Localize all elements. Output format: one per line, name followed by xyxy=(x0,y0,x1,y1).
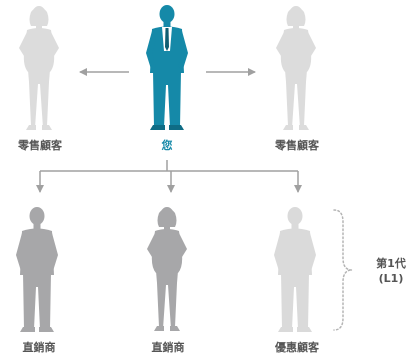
generation-label-line2: (L1) xyxy=(378,272,404,285)
generation-bracket xyxy=(333,209,353,331)
you-label: 您 xyxy=(161,139,173,152)
preferred-customer-figure xyxy=(274,207,316,332)
retail-customer-left-figure xyxy=(19,6,59,130)
generation-label: 第1代 (L1) xyxy=(368,256,414,286)
preferred-customer-label: 優惠顧客 xyxy=(275,341,319,354)
downline-connector xyxy=(36,160,302,193)
generation-label-line1: 第1代 xyxy=(376,257,406,270)
distributor-center-label: 直銷商 xyxy=(151,341,185,354)
retail-customer-right-figure xyxy=(276,6,316,130)
distributor-left-figure xyxy=(16,207,58,332)
you-figure xyxy=(146,5,188,130)
distributor-center-figure xyxy=(147,207,187,331)
retail-customer-left-label: 零售顧客 xyxy=(18,139,62,152)
retail-customer-right-label: 零售顧客 xyxy=(275,139,319,152)
distributor-left-label: 直銷商 xyxy=(22,341,56,354)
